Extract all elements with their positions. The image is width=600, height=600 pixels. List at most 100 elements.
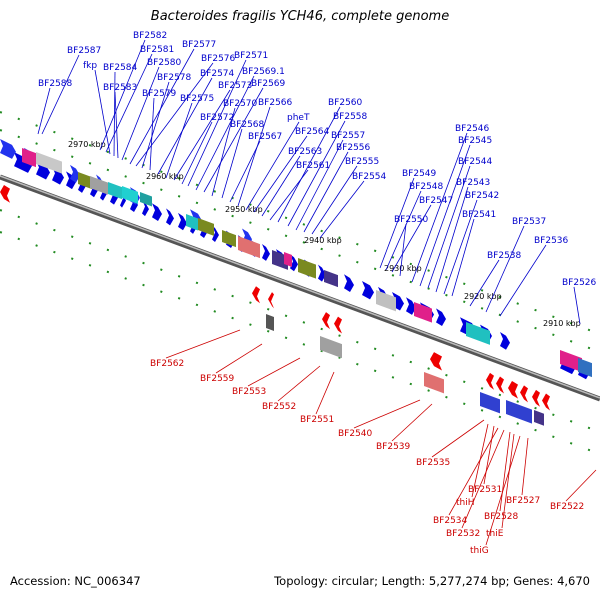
forward-leader-line (141, 81, 170, 169)
feature-box-fill (238, 236, 260, 259)
feature-box (320, 336, 342, 359)
forward-gene-label: BF2580 (147, 58, 182, 68)
reverse-gene-label: BF2540 (338, 429, 373, 439)
forward-gene-label: BF2537 (512, 217, 546, 227)
forward-gene-label: BF2538 (487, 251, 522, 261)
reverse-gene-label: BF2552 (262, 402, 296, 412)
forward-leader-line (485, 225, 525, 313)
feature-box (466, 321, 490, 345)
reverse-gene-label: BF2551 (300, 415, 334, 425)
forward-leader-line (211, 107, 236, 197)
forward-leader-line (203, 87, 264, 193)
forward-leader-line (451, 218, 475, 297)
feature-box-fill (36, 152, 62, 174)
forward-gene-label: BF2557 (331, 131, 365, 141)
forward-leader-line (94, 69, 111, 155)
forward-gene-arrow (362, 280, 374, 300)
feature-box (198, 217, 214, 236)
forward-leader-line (229, 140, 261, 203)
forward-gene-arrow (152, 203, 162, 221)
reverse-gene-arrow (252, 286, 260, 304)
reverse-gene-arrow (532, 389, 540, 407)
forward-gene-label: BF2584 (103, 63, 138, 73)
reverse-gene-arrow (508, 380, 518, 399)
feature-box (238, 236, 260, 259)
feature-box-fill (222, 230, 236, 248)
kbp-tick-label: 2970 kbp (68, 140, 106, 149)
feature-box-fill (578, 358, 592, 378)
forward-gene-label: BF2542 (465, 191, 499, 201)
forward-gene-arrow (166, 208, 174, 226)
forward-gene-label: BF2546 (455, 124, 490, 134)
forward-gene-label: BF2581 (140, 45, 174, 55)
forward-leader-line (173, 89, 231, 181)
forward-gene-label: BF2563 (288, 147, 322, 157)
reverse-leader-line (501, 433, 515, 529)
reverse-leader-line (565, 469, 597, 502)
forward-gene-arrow (66, 171, 76, 190)
track-rev-inner (0, 231, 600, 455)
reverse-gene-label: BF2528 (484, 512, 519, 522)
reverse-leader-line (431, 419, 485, 458)
feature-box-fill (140, 191, 152, 207)
forward-gene-label: BF2583 (103, 83, 137, 93)
forward-leader-line (391, 204, 432, 273)
reverse-gene-label: BF2522 (550, 502, 584, 512)
forward-gene-label: BF2570 (223, 99, 258, 109)
reverse-gene-label: BF2562 (150, 359, 184, 369)
forward-leader-line (427, 165, 471, 289)
reverse-gene-label: BF2527 (506, 496, 540, 506)
forward-leader-line (245, 121, 300, 211)
forward-gene-label: BF2558 (333, 112, 368, 122)
forward-leader-line (319, 180, 365, 239)
forward-gene-arrow (14, 152, 32, 173)
track-fwd-mid (0, 129, 600, 353)
feature-box-fill (90, 176, 108, 195)
forward-gene-label: BF2582 (133, 31, 167, 41)
feature-box (480, 391, 500, 414)
feature-box-fill (122, 186, 138, 204)
forward-gene-label: BF2577 (182, 40, 216, 50)
forward-gene-arrow (344, 274, 354, 292)
forward-gene-arrow (178, 212, 187, 231)
kbp-tick-label: 2960 kbp (146, 172, 184, 181)
feature-box-fill (414, 302, 432, 323)
forward-gene-arrow (262, 243, 270, 261)
feature-box-fill (424, 372, 444, 394)
forward-gene-label: BF2541 (462, 210, 496, 220)
reverse-leader-line (485, 435, 521, 546)
accession-text: Accession: NC_006347 (10, 574, 141, 588)
forward-gene-label: BF2526 (562, 278, 597, 288)
reverse-leader-line (353, 399, 421, 429)
forward-gene-label: pheT (287, 113, 310, 123)
feature-box (222, 230, 236, 248)
forward-leader-line (221, 128, 243, 199)
forward-gene-label: BF2572 (200, 113, 234, 123)
forward-gene-label: BF2576 (201, 54, 236, 64)
forward-gene-arrow (0, 139, 16, 159)
feature-box-fill (560, 350, 582, 373)
reverse-gene-arrow (430, 352, 442, 371)
forward-leader-line (187, 59, 247, 187)
reverse-gene-label: BF2559 (200, 374, 235, 384)
forward-gene-label: BF2545 (458, 136, 492, 146)
forward-leader-line (121, 66, 160, 161)
forward-gene-arrow (212, 225, 219, 243)
forward-leader-line (469, 259, 500, 307)
feature-box (266, 314, 274, 331)
feature-box (414, 302, 432, 323)
reverse-leader-line (499, 431, 511, 512)
feature-box-fill (298, 258, 316, 279)
reverse-gene-arrow (542, 393, 550, 411)
forward-gene-label: BF2578 (157, 73, 192, 83)
forward-gene-label: BF2560 (328, 98, 363, 108)
forward-leader-line (129, 48, 195, 165)
feature-box-fill (78, 172, 92, 190)
forward-leader-line (411, 132, 468, 283)
forward-gene-label: BF2571 (234, 51, 268, 61)
forward-gene-arrow (120, 191, 126, 208)
feature-box-fill (186, 213, 198, 231)
forward-gene-label: BF2536 (534, 236, 569, 246)
feature-box (108, 182, 122, 200)
